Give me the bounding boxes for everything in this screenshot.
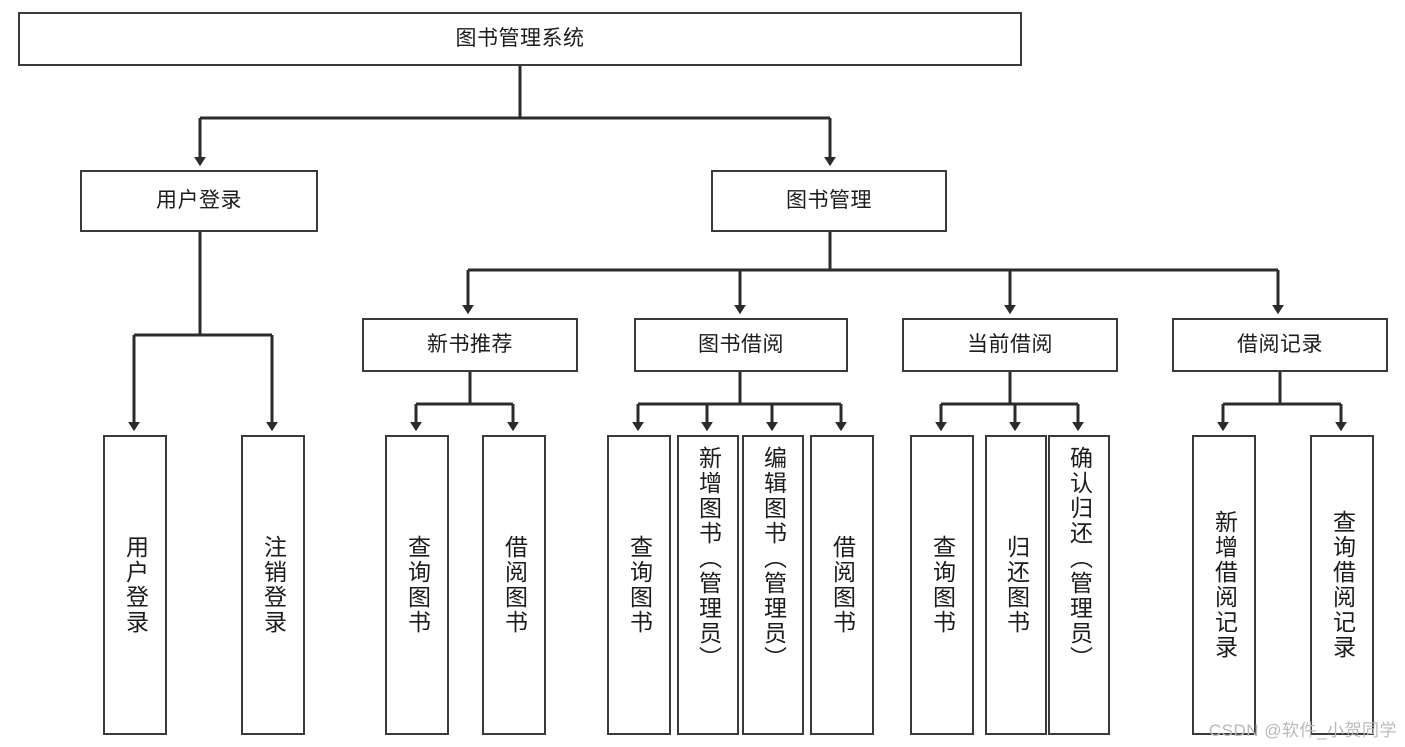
node-label: 编辑图书（管理员） <box>760 446 787 671</box>
node-leaf-edit-book[interactable]: 编辑图书（管理员） <box>742 435 804 735</box>
node-label: 查询图书 <box>929 535 956 635</box>
node-label: 新增借阅记录 <box>1211 510 1238 660</box>
node-borrow-record[interactable]: 借阅记录 <box>1172 318 1388 372</box>
node-root-system[interactable]: 图书管理系统 <box>18 12 1022 66</box>
node-label: 确认归还（管理员） <box>1066 446 1093 671</box>
node-leaf-logout-login[interactable]: 注销登录 <box>241 435 305 735</box>
node-label: 借阅记录 <box>1237 332 1323 356</box>
node-new-book-recommend[interactable]: 新书推荐 <box>362 318 578 372</box>
node-leaf-return-book[interactable]: 归还图书 <box>985 435 1047 735</box>
node-leaf-query-book-1[interactable]: 查询图书 <box>385 435 449 735</box>
node-label: 借阅图书 <box>829 535 856 635</box>
node-current-borrow[interactable]: 当前借阅 <box>902 318 1118 372</box>
node-leaf-borrow-book-2[interactable]: 借阅图书 <box>810 435 874 735</box>
node-leaf-query-borrow-record[interactable]: 查询借阅记录 <box>1310 435 1374 735</box>
node-label: 查询图书 <box>404 535 431 635</box>
watermark: CSDN @软件_小贺同学 <box>1208 721 1397 740</box>
node-label: 新书推荐 <box>427 332 513 356</box>
node-label: 注销登录 <box>260 535 287 635</box>
node-leaf-add-borrow-record[interactable]: 新增借阅记录 <box>1192 435 1256 735</box>
node-leaf-query-book-2[interactable]: 查询图书 <box>607 435 671 735</box>
node-label: 归还图书 <box>1003 535 1030 635</box>
node-label: 当前借阅 <box>967 332 1053 356</box>
node-label: 查询图书 <box>626 535 653 635</box>
node-leaf-query-book-3[interactable]: 查询图书 <box>910 435 974 735</box>
node-leaf-confirm-return[interactable]: 确认归还（管理员） <box>1048 435 1110 735</box>
node-label: 图书借阅 <box>698 332 784 356</box>
node-label: 借阅图书 <box>501 535 528 635</box>
node-label: 图书管理系统 <box>455 26 585 50</box>
node-book-manage[interactable]: 图书管理 <box>711 170 947 232</box>
node-leaf-user-login[interactable]: 用户登录 <box>103 435 167 735</box>
node-leaf-borrow-book-1[interactable]: 借阅图书 <box>482 435 546 735</box>
node-leaf-add-book[interactable]: 新增图书（管理员） <box>677 435 739 735</box>
node-label: 新增图书（管理员） <box>695 446 722 671</box>
node-label: 用户登录 <box>156 188 242 212</box>
node-book-borrow[interactable]: 图书借阅 <box>634 318 848 372</box>
node-label: 用户登录 <box>122 535 149 635</box>
node-label: 图书管理 <box>786 188 872 212</box>
node-user-login[interactable]: 用户登录 <box>80 170 318 232</box>
node-label: 查询借阅记录 <box>1329 510 1356 660</box>
